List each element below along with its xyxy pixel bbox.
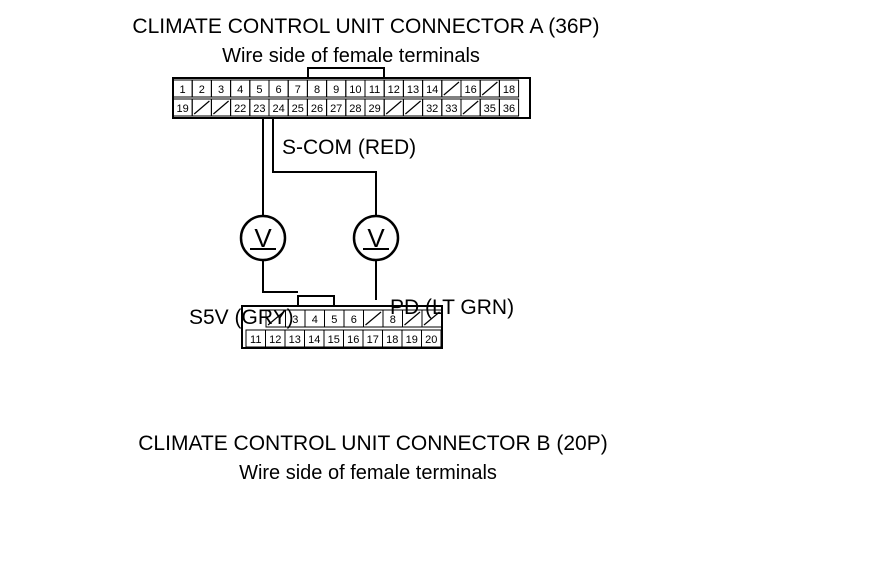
connector-a-pin-number: 32 [426, 103, 438, 115]
connector-a-pin-number: 7 [295, 84, 301, 96]
connector-a-title: CLIMATE CONTROL UNIT CONNECTOR A (36P) [132, 15, 599, 38]
connector-b-pin-number: 4 [312, 314, 318, 326]
connector-a-empty-slot [443, 81, 460, 96]
connector-a-pin-number: 16 [464, 84, 476, 96]
connector-a-pin-number: 12 [388, 84, 400, 96]
connector-a-pin-number: 23 [253, 103, 265, 115]
connector-a-pin-number: 27 [330, 103, 342, 115]
connector-a-pin-number: 19 [176, 103, 188, 115]
connector-a-pin-number: 4 [237, 84, 243, 96]
connector-a-housing [172, 77, 531, 119]
connector-b-pin-number: 16 [347, 334, 359, 346]
connector-b-cell [421, 329, 442, 348]
connector-b-empty-slot [423, 311, 440, 326]
connector-a-pin-number: 2 [199, 84, 205, 96]
connector-b-empty-slot [267, 311, 284, 326]
connector-a-empty-slot [462, 100, 479, 115]
s5v-label: S5V (GRY) [189, 306, 294, 329]
connector-b-lock-tab [297, 295, 335, 306]
connector-a-pin-number: 22 [234, 103, 246, 115]
connector-a-pin-number: 36 [503, 103, 515, 115]
connector-a-pin-number: 3 [218, 84, 224, 96]
connector-b-pin-number: 5 [331, 314, 337, 326]
connector-a-pin-number: 26 [311, 103, 323, 115]
voltmeter-2: V [352, 214, 400, 262]
connector-a-pin-number: 1 [180, 84, 186, 96]
connector-a-empty-slot [405, 100, 421, 115]
scom-label: S-COM (RED) [282, 136, 416, 159]
connector-b-pin-number: 8 [390, 314, 396, 326]
connector-a-empty-slot [481, 81, 498, 96]
voltmeter-1: V [239, 214, 287, 262]
connector-a-pin-number: 11 [369, 84, 380, 96]
connector-b-pin-number: 6 [351, 314, 357, 326]
connector-a-subtitle: Wire side of female terminals [222, 45, 480, 67]
connector-a-lock-tab [307, 67, 385, 78]
connector-a-pin-number: 28 [349, 103, 361, 115]
connector-a-pin-number: 10 [349, 84, 361, 96]
connector-b-pin-number: 18 [386, 334, 398, 346]
connector-a-pin-number: 6 [276, 84, 282, 96]
connector-a-cell [498, 79, 520, 98]
connector-b-empty-slot [404, 311, 421, 326]
connector-a-pin-number: 24 [272, 103, 284, 115]
connector-a-empty-slot [213, 100, 229, 115]
connector-b-pin-number: 17 [367, 334, 379, 346]
connector-b-pin-number: 19 [406, 334, 418, 346]
connector-b: 3 4 5 6 8 11 12 13 14 15 16 17 18 19 20 [241, 295, 443, 349]
connector-a-pin-number: 18 [503, 84, 515, 96]
wire-scom [272, 118, 377, 216]
connector-a-pin-number: 8 [314, 84, 320, 96]
connector-b-pin-number: 15 [328, 334, 340, 346]
connector-b-pin-number: 20 [425, 334, 437, 346]
connector-b-pin-number: 3 [292, 314, 298, 326]
connector-b-title: CLIMATE CONTROL UNIT CONNECTOR B (20P) [138, 432, 607, 455]
connector-b-cell [421, 309, 442, 328]
voltmeter-2-symbol: V [367, 223, 385, 253]
connector-a-pin-number: 13 [407, 84, 419, 96]
wires [262, 118, 377, 300]
connector-a-pin-number: 14 [426, 84, 438, 96]
connector-b-empty-slot [365, 311, 382, 326]
connector-b-pin-number: 14 [308, 334, 320, 346]
connector-a-pin-number: 25 [292, 103, 304, 115]
connector-a-pin-number: 35 [484, 103, 496, 115]
pd-label: PD (LT GRN) [390, 296, 514, 319]
connector-a-empty-slot [385, 100, 402, 115]
connector-a-empty-slot [193, 100, 210, 115]
connector-b-pin-number: 11 [250, 334, 261, 346]
connector-b-pin-number: 12 [269, 334, 281, 346]
voltmeter-1-symbol: V [254, 223, 272, 253]
connector-b-pin-number: 13 [289, 334, 301, 346]
connector-a-pin-number: 9 [333, 84, 339, 96]
connector-a-cell [498, 98, 520, 117]
connector-b-subtitle: Wire side of female terminals [239, 462, 497, 484]
connector-a-pin-number: 5 [256, 84, 262, 96]
connector-a-pin-number: 29 [368, 103, 380, 115]
wire-s5v [262, 260, 298, 293]
connector-a-pin-number: 33 [445, 103, 457, 115]
